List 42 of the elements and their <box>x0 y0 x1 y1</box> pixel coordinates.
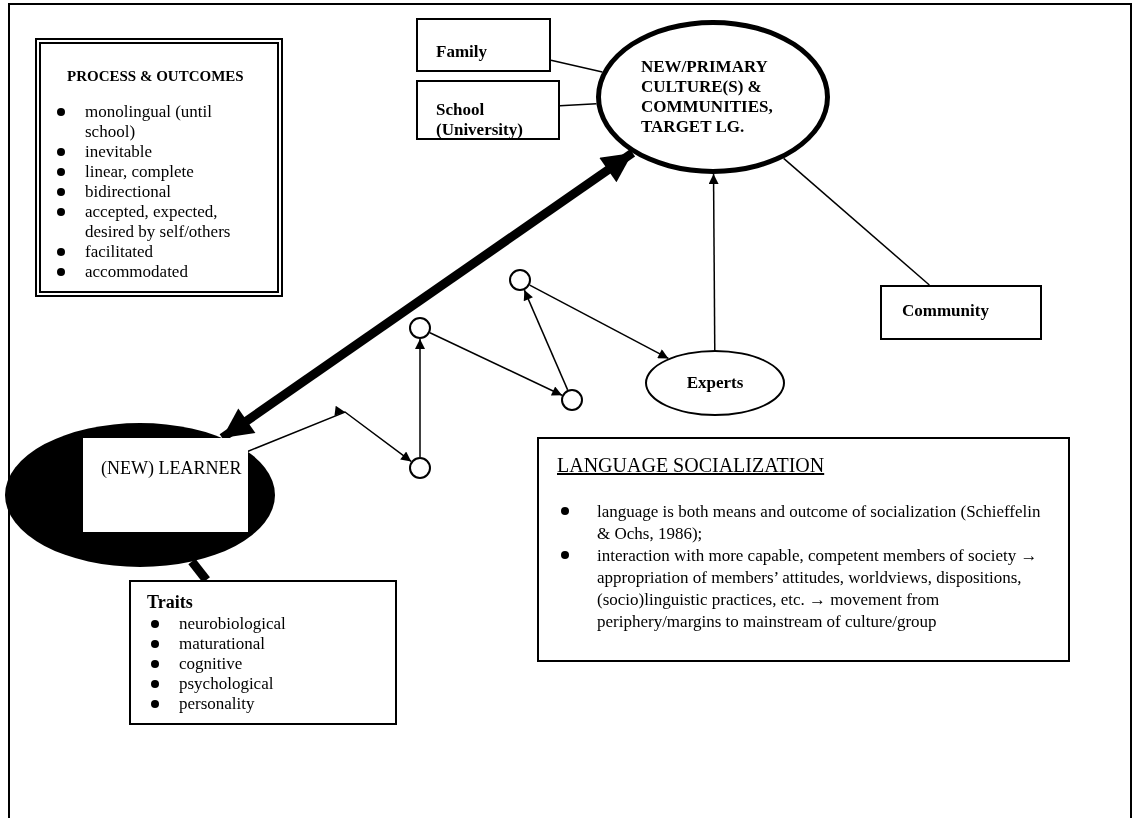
bullet-item: maturational <box>147 634 383 654</box>
language-socialization-box <box>537 437 1070 662</box>
connector-line <box>550 59 604 73</box>
node-label: Community <box>902 301 990 321</box>
arrow <box>708 173 719 351</box>
node-label: Experts <box>686 373 744 393</box>
arrow <box>523 289 569 391</box>
community-box <box>880 285 1042 340</box>
bullet-item: psychological <box>147 674 383 694</box>
small-circle <box>409 317 431 339</box>
heading: PROCESS & OUTCOMES <box>67 67 245 86</box>
heading: LANGUAGE SOCIALIZATION <box>557 455 826 475</box>
heading: Traits <box>147 592 194 612</box>
arrow <box>429 331 563 397</box>
bullet-item: neurobiological <box>147 614 383 634</box>
connector-line <box>188 558 210 583</box>
small-circle <box>509 269 531 291</box>
node-label: NEW/PRIMARY CULTURE(S) & COMMUNITIES, TARGET LG. <box>641 57 774 137</box>
bullet-item: personality <box>147 694 383 714</box>
process-outcomes-box <box>35 38 283 297</box>
bullet-item: facilitated <box>53 242 265 262</box>
bullet-item: language is both means and outcome of socialization (Schieffelin & Ochs, 1986); <box>557 501 1048 545</box>
bullet-item: inevitable <box>53 142 265 162</box>
small-circle <box>409 457 431 479</box>
bullet-item: linear, complete <box>53 162 265 182</box>
bullet-item: interaction with more capable, competent members of society → appropriation of members’ attitudes, worldviews, dispositions, (socio)linguistic practices, etc. → movement from periphery/margins to mainstream of culture/group <box>557 545 1048 633</box>
connector-line <box>782 157 931 286</box>
bullet-item: monolingual (until school) <box>53 102 265 142</box>
family-box <box>416 18 551 72</box>
arrow <box>529 284 670 360</box>
arrow <box>415 338 425 458</box>
traits-box <box>129 580 397 725</box>
node-label: School (University) <box>436 100 524 140</box>
node-label: (NEW) LEARNER <box>101 457 243 480</box>
node-label: Family <box>436 42 488 62</box>
small-circle <box>561 389 583 411</box>
bullet-item: bidirectional <box>53 182 265 202</box>
connector-line <box>559 103 598 107</box>
bullet-item: accommodated <box>53 262 265 282</box>
school-box <box>416 80 560 140</box>
bullet-item: cognitive <box>147 654 383 674</box>
arrow <box>246 406 412 463</box>
